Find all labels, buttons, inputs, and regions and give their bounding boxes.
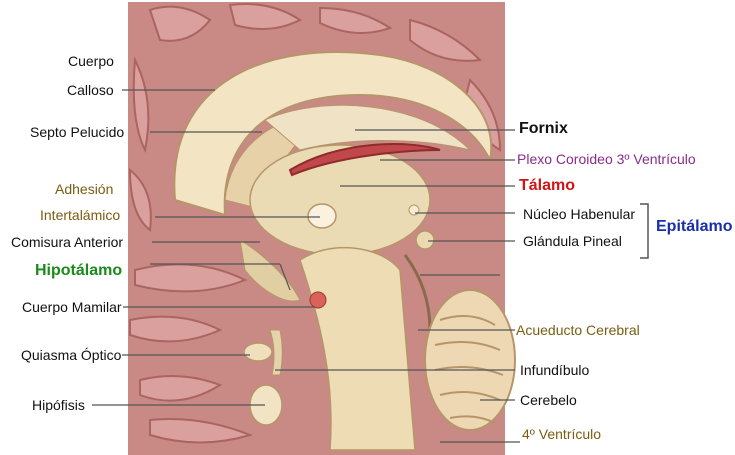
label-4-ventriculo: 4º Ventrículo: [522, 426, 601, 442]
epitalamo-bracket: [640, 204, 648, 258]
label-septo-pelucido: Septo Pelucido: [30, 124, 124, 140]
optic-chiasm: [244, 343, 272, 361]
pineal-gland: [416, 231, 434, 249]
label-cerebelo: Cerebelo: [520, 392, 577, 408]
label-comisura-anterior: Comisura Anterior: [11, 234, 123, 250]
label-infundibulo: Infundíbulo: [520, 362, 589, 378]
label-fornix: Fornix: [519, 121, 568, 137]
mammillary-body: [310, 292, 326, 308]
label-quiasma-optico: Quiasma Óptico: [21, 347, 121, 363]
interthalamic-adhesion: [308, 204, 336, 228]
label-adhesion: Adhesión: [55, 181, 113, 197]
label-cuerpo-mamilar: Cuerpo Mamilar: [22, 299, 122, 315]
cerebellum: [425, 290, 515, 430]
label-cuerpo: Cuerpo: [68, 53, 114, 69]
label-epitalamo: Epitálamo: [656, 219, 732, 235]
label-plexo-coroideo: Plexo Coroideo 3º Ventrículo: [517, 151, 696, 167]
label-glandula-pineal: Glándula Pineal: [523, 233, 622, 249]
label-nucleo-habenular: Núcleo Habenular: [523, 206, 635, 222]
label-talamo: Tálamo: [519, 178, 575, 194]
label-hipotalamo: Hipotálamo: [35, 263, 122, 279]
label-calloso: Calloso: [67, 82, 114, 98]
label-acueducto-cerebral: Acueducto Cerebral: [516, 322, 640, 338]
label-hipofisis: Hipófisis: [32, 397, 85, 413]
label-intertalamico: Intertalámico: [40, 207, 120, 223]
